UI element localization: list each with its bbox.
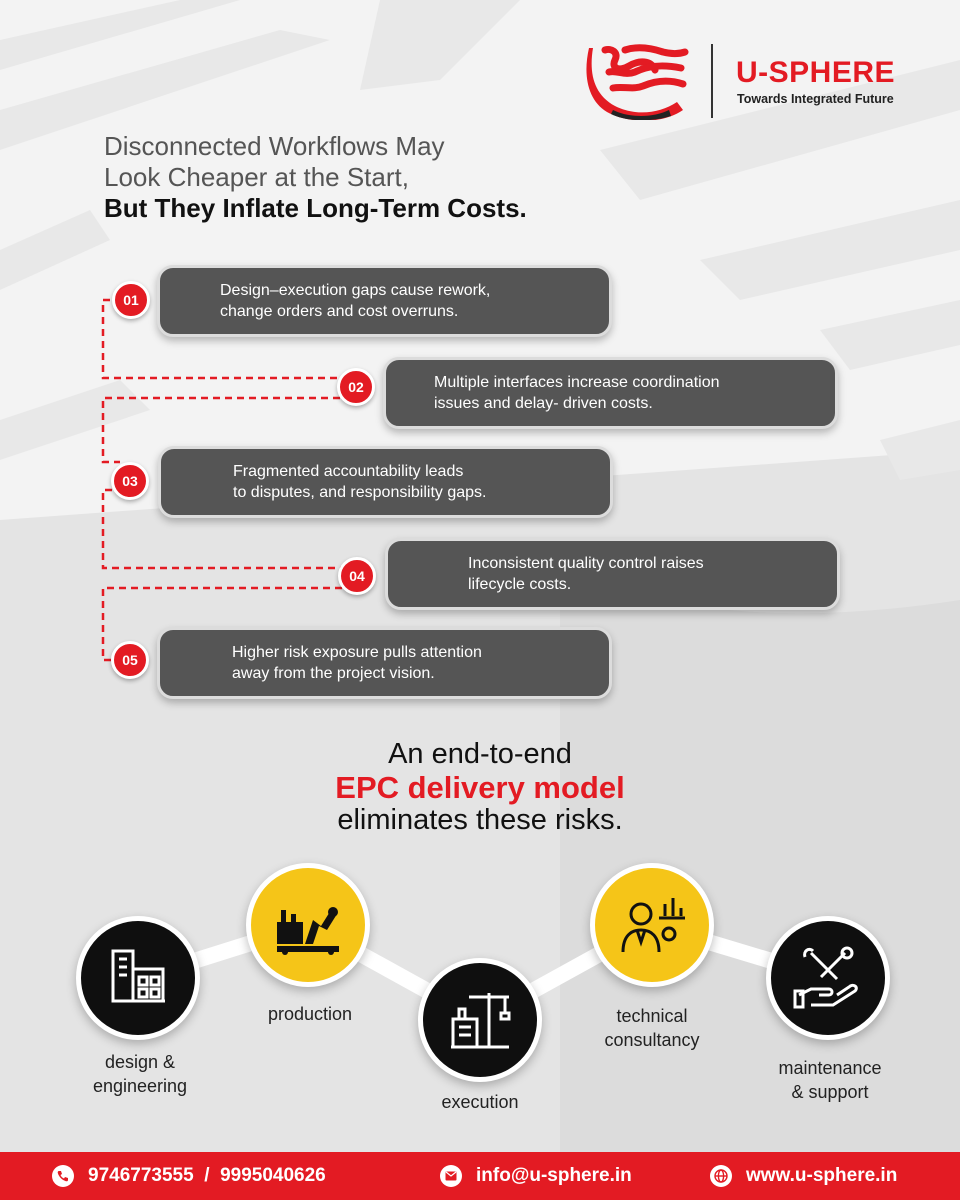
brand-tagline: Towards Integrated Future	[737, 92, 894, 106]
step-box-5: Higher risk exposure pulls attention awa…	[157, 627, 612, 699]
conclusion-line-1: An end-to-end	[388, 738, 572, 770]
step-1-line-1: Design–execution gaps cause rework,	[220, 282, 491, 299]
service-1-line-1: design &	[104, 1052, 176, 1072]
consultant-icon	[621, 898, 685, 953]
step-number-5: 05	[111, 641, 149, 679]
step-2-line-1: Multiple interfaces increase coordinatio…	[434, 374, 720, 391]
factory-robot-icon	[277, 907, 339, 955]
service-production	[246, 863, 370, 987]
brand-name: U-SPHERE	[736, 56, 896, 89]
service-3-line-1: execution	[441, 1092, 519, 1112]
step-number-2: 02	[337, 368, 375, 406]
step-1-line-2: change orders and cost overruns.	[220, 303, 459, 320]
service-4-line-1: technical	[616, 1006, 688, 1026]
service-5-line-1: maintenance	[778, 1058, 882, 1078]
step-number-3: 03	[111, 462, 149, 500]
phone-icon	[52, 1165, 74, 1187]
service-2-line-1: production	[267, 1004, 353, 1024]
conclusion-text: An end-to-end EPC delivery model elimina…	[0, 738, 960, 837]
footer-email[interactable]: info@u-sphere.in	[440, 1152, 632, 1200]
service-4-line-2: consultancy	[604, 1030, 700, 1050]
page-headline: Disconnected Workflows May Look Cheaper …	[104, 131, 664, 224]
step-box-3: Fragmented accountability leads to dispu…	[158, 446, 613, 518]
service-label-technical-consultancy: technical consultancy	[572, 1004, 732, 1052]
headline-line-2: Look Cheaper at the Start,	[104, 162, 409, 192]
phone-numbers: 9746773555 / 9995040626	[88, 1165, 326, 1186]
headline-line-1: Disconnected Workflows May	[104, 131, 445, 161]
email-icon	[440, 1165, 462, 1187]
step-4-line-2: lifecycle costs.	[468, 576, 572, 593]
service-1-line-2: engineering	[92, 1076, 188, 1096]
service-technical-consultancy	[590, 863, 714, 987]
tools-hand-icon	[793, 946, 858, 1009]
step-2-line-2: issues and delay- driven costs.	[434, 395, 653, 412]
website-url: www.u-sphere.in	[746, 1165, 898, 1186]
construction-crane-icon	[451, 993, 511, 1049]
step-box-1: Design–execution gaps cause rework, chan…	[157, 265, 612, 337]
service-label-maintenance-support: maintenance & support	[750, 1056, 910, 1104]
step-box-4: Inconsistent quality control raises life…	[385, 538, 840, 610]
step-5-line-2: away from the project vision.	[232, 665, 435, 682]
step-box-2: Multiple interfaces increase coordinatio…	[383, 357, 838, 429]
step-3-line-2: to disputes, and responsibility gaps.	[233, 484, 487, 501]
email-address: info@u-sphere.in	[476, 1165, 632, 1186]
building-icon	[111, 949, 165, 1003]
step-3-line-1: Fragmented accountability leads	[233, 463, 464, 480]
headline-line-3: But They Inflate Long-Term Costs.	[104, 193, 527, 223]
service-design-engineering	[76, 916, 200, 1040]
footer-website[interactable]: www.u-sphere.in	[710, 1152, 897, 1200]
step-4-line-1: Inconsistent quality control raises	[468, 555, 704, 572]
contact-footer: 9746773555 / 9995040626 info@u-sphere.in…	[0, 1152, 960, 1200]
service-execution	[418, 958, 542, 1082]
service-label-execution: execution	[400, 1090, 560, 1114]
service-5-line-2: & support	[791, 1082, 869, 1102]
brand-logo: U-SPHERE Towards Integrated Future	[585, 42, 925, 122]
conclusion-line-3: eliminates these risks.	[337, 804, 623, 836]
step-number-1: 01	[112, 281, 150, 319]
u-sphere-logo-icon	[586, 44, 689, 120]
footer-phone[interactable]: 9746773555 / 9995040626	[52, 1152, 326, 1200]
step-5-line-1: Higher risk exposure pulls attention	[232, 644, 482, 661]
conclusion-highlight: EPC delivery model	[335, 770, 625, 805]
step-number-4: 04	[338, 557, 376, 595]
globe-icon	[710, 1165, 732, 1187]
service-label-design-engineering: design & engineering	[60, 1050, 220, 1098]
service-label-production: production	[230, 1002, 390, 1026]
logo-divider	[711, 44, 713, 118]
service-maintenance-support	[766, 916, 890, 1040]
